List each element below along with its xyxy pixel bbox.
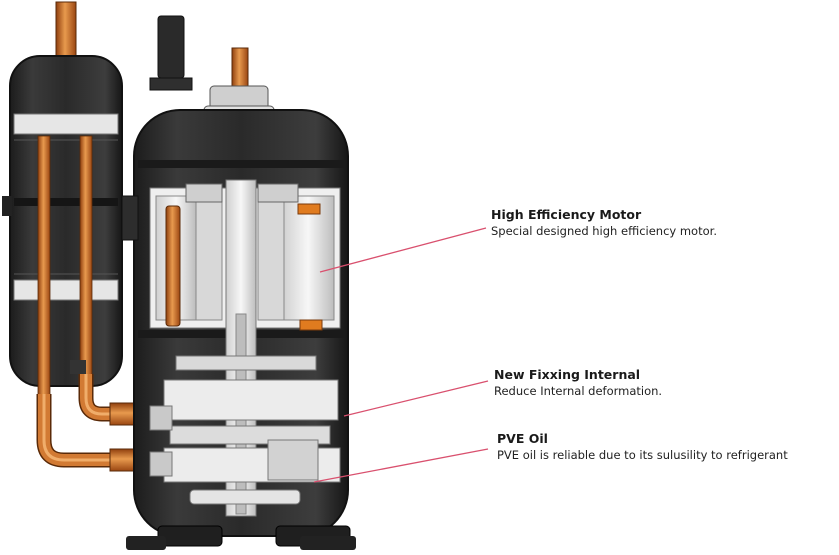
callout-pve-oil: PVE Oil PVE oil is reliable due to its s… <box>497 431 788 463</box>
callout-description: PVE oil is reliable due to its sulusilit… <box>497 448 788 462</box>
callout-title: New Fixxing Internal <box>494 367 641 382</box>
accumulator <box>2 1 123 397</box>
leader-line-oil <box>313 448 489 483</box>
leader-lines <box>313 227 489 483</box>
compressor-interior <box>149 179 341 517</box>
callout-title: PVE Oil <box>497 431 548 446</box>
callout-new-fixxing-internal: New Fixxing Internal Reduce Internal def… <box>494 367 662 399</box>
callout-title: High Efficiency Motor <box>491 207 642 222</box>
callout-description: Reduce Internal deformation. <box>494 384 663 398</box>
callout-high-efficiency-motor: High Efficiency Motor Special designed h… <box>491 207 717 239</box>
callout-description: Special designed high efficiency motor. <box>491 224 717 238</box>
leader-line-fixing <box>343 380 489 417</box>
leader-line-motor <box>319 227 487 273</box>
